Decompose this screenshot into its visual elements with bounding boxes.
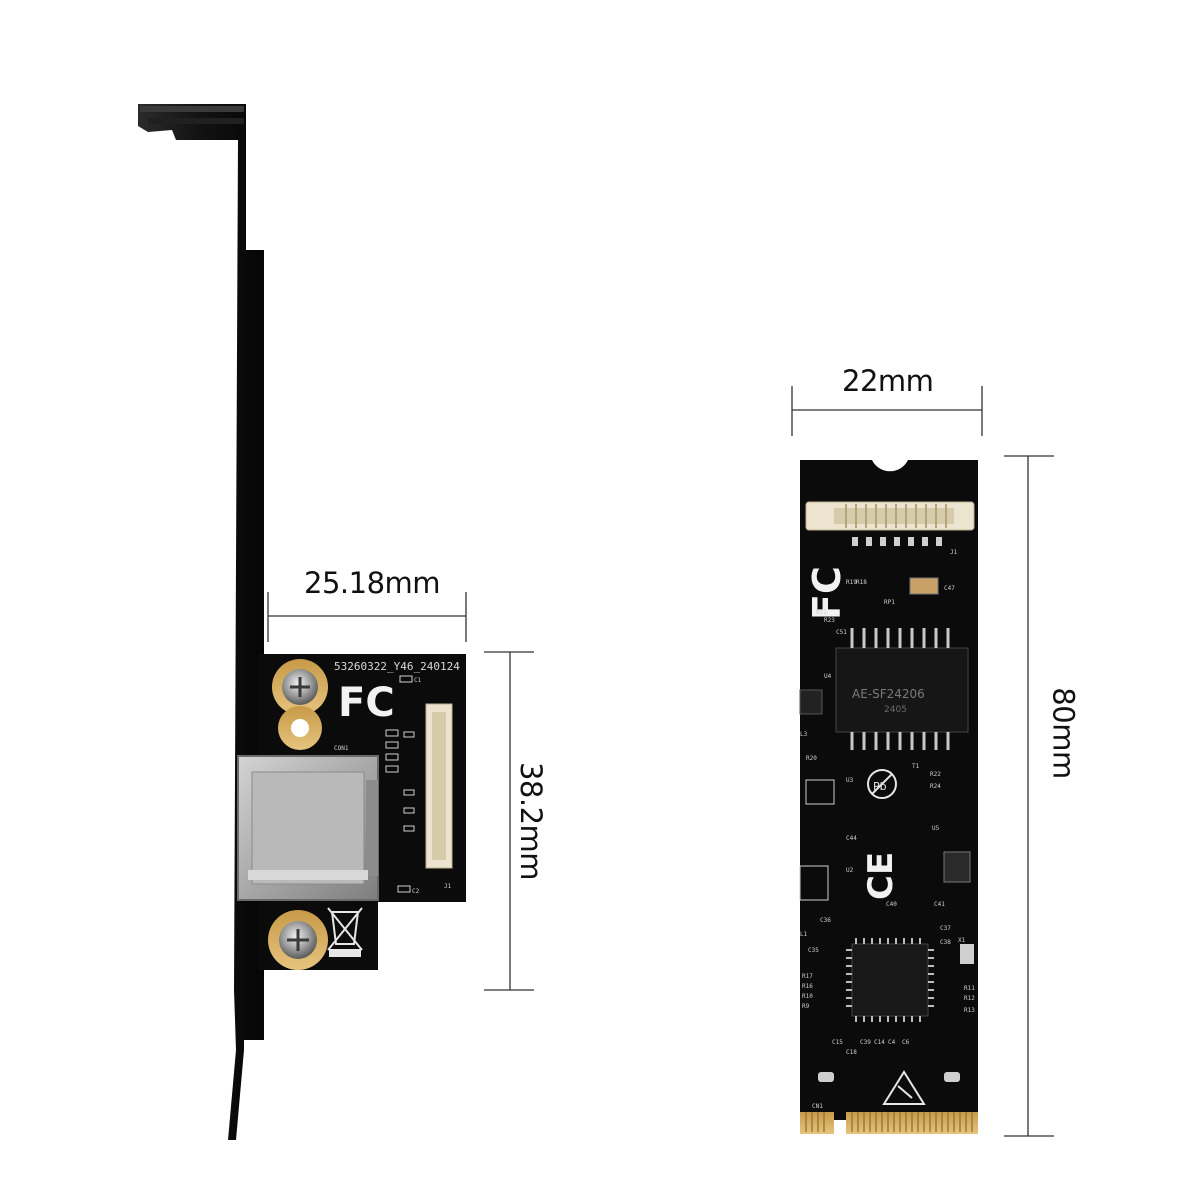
dim-right-width-line (791, 386, 983, 436)
controller-ic (846, 938, 934, 1022)
left-width-label: 25.18mm (304, 566, 441, 600)
inductor (943, 851, 971, 883)
svg-text:R19: R19 (846, 579, 857, 586)
svg-text:R21: R21 (816, 609, 827, 616)
small-ic (799, 689, 823, 715)
svg-text:R12: R12 (964, 995, 975, 1002)
svg-text:R22: R22 (930, 771, 941, 778)
m2-board: FC AE-SF24206 2405 Pb CE (799, 460, 978, 1134)
right-width-label: 22mm (842, 364, 934, 398)
svg-text:J1: J1 (950, 549, 958, 556)
svg-text:R16: R16 (802, 983, 813, 990)
svg-text:R10: R10 (802, 993, 813, 1000)
svg-text:RP1: RP1 (884, 599, 895, 606)
left-assembly: 53260322_Y46_240124 FC CON1 J1 C1 C2 (138, 104, 466, 1140)
component-labels: RP1 C47 R19 R18 C51 R21 R23 U4 L3 R20 U3… (800, 549, 975, 1110)
fcc-logo-icon: FC (805, 566, 849, 620)
header-connector (425, 703, 453, 869)
right-height-label: 80mm (1046, 687, 1081, 779)
svg-text:R18: R18 (856, 579, 867, 586)
c2-label: C2 (412, 888, 420, 895)
svg-text:C39: C39 (860, 1039, 871, 1046)
svg-text:X1: X1 (958, 937, 966, 944)
left-height-label: 38.2mm (514, 761, 549, 881)
capacitor (909, 577, 939, 595)
board-code-text: 53260322_Y46_240124 (334, 660, 460, 673)
transformer-chip: AE-SF24206 2405 (835, 628, 969, 750)
mounting-hole (278, 706, 322, 750)
crystal (960, 944, 974, 964)
svg-text:L1: L1 (800, 931, 808, 938)
chip-sub-marking: 2405 (884, 705, 907, 715)
svg-text:R20: R20 (806, 755, 817, 762)
svg-text:L3: L3 (800, 731, 808, 738)
rj45-port (237, 755, 379, 901)
svg-text:U2: U2 (846, 867, 854, 874)
svg-text:Pb: Pb (873, 780, 887, 793)
gold-fingers (800, 1112, 978, 1134)
svg-text:R11: R11 (964, 985, 975, 992)
svg-text:CN1: CN1 (812, 1103, 823, 1110)
svg-text:C18: C18 (846, 1049, 857, 1056)
con1-label: CON1 (334, 745, 349, 752)
svg-text:R24: R24 (930, 783, 941, 790)
u3-outline (805, 779, 835, 805)
svg-text:R23: R23 (824, 617, 835, 624)
svg-text:C6: C6 (902, 1039, 910, 1046)
svg-text:R17: R17 (802, 973, 813, 980)
dim-left-height-line (484, 651, 534, 991)
svg-text:C35: C35 (808, 947, 819, 954)
svg-text:U3: U3 (846, 777, 854, 784)
pb-free-icon (867, 769, 897, 799)
svg-text:U5: U5 (932, 825, 940, 832)
smd-components (385, 675, 415, 893)
fcc-logo-icon: FC (338, 680, 395, 726)
connector-pads (852, 537, 942, 546)
j1-label: J1 (444, 883, 452, 890)
corner-pads (818, 1072, 960, 1082)
svg-text:C44: C44 (846, 835, 857, 842)
esd-warning-icon (882, 1070, 926, 1105)
svg-text:U4: U4 (824, 673, 832, 680)
dim-right-height-line (1004, 455, 1054, 1137)
svg-text:C15: C15 (832, 1039, 843, 1046)
weee-bin-icon (327, 907, 363, 957)
c1-label: C1 (414, 677, 422, 684)
svg-text:C37: C37 (940, 925, 951, 932)
svg-text:C47: C47 (944, 585, 955, 592)
dimension-lines (267, 386, 1054, 1137)
ce-logo-icon: CE (861, 852, 901, 900)
pin-header (805, 501, 975, 531)
svg-text:C38: C38 (940, 939, 951, 946)
small-pcb: 53260322_Y46_240124 FC CON1 J1 C1 C2 (237, 654, 466, 970)
svg-text:R9: R9 (802, 1003, 810, 1010)
mounting-bracket (138, 104, 264, 1140)
chip-marking: AE-SF24206 (852, 687, 925, 701)
svg-text:C40: C40 (886, 901, 897, 908)
svg-text:C36: C36 (820, 917, 831, 924)
svg-text:C14: C14 (874, 1039, 885, 1046)
svg-text:R13: R13 (964, 1007, 975, 1014)
svg-text:T1: T1 (912, 763, 920, 770)
svg-text:C41: C41 (934, 901, 945, 908)
u2-outline (799, 865, 829, 901)
dim-left-width-line (267, 592, 467, 642)
svg-text:C4: C4 (888, 1039, 896, 1046)
svg-text:C51: C51 (836, 629, 847, 636)
